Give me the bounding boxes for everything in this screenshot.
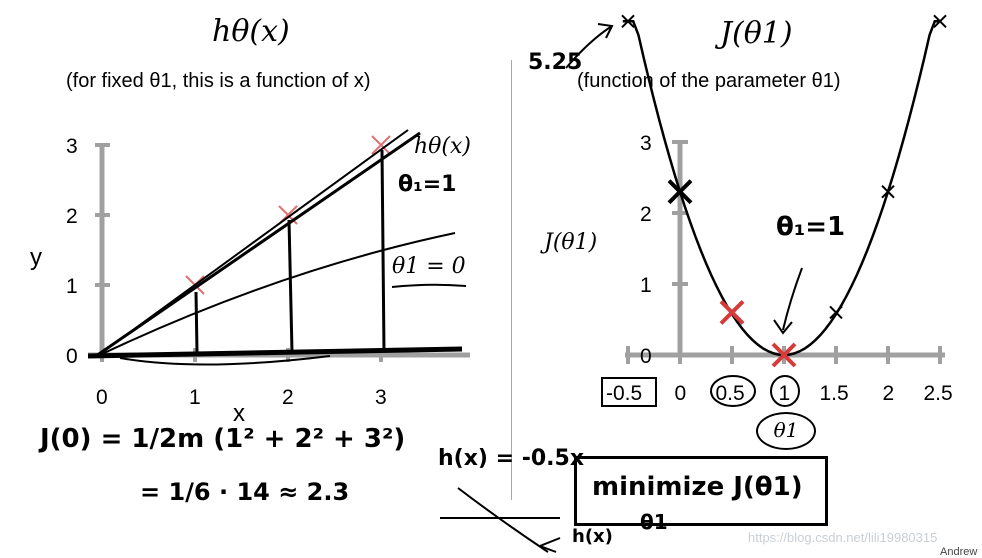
theta-sub-note: θ1 bbox=[640, 510, 668, 534]
cost-point-x bbox=[933, 14, 947, 29]
right-x-axis-label-wrap: θ1 bbox=[756, 412, 816, 450]
tick-circle bbox=[710, 375, 756, 407]
right-x-tick: 2.5 bbox=[924, 382, 953, 405]
left-label-theta0: θ1 = 0 bbox=[392, 254, 466, 279]
left-y-tick: 3 bbox=[66, 135, 78, 158]
hand-vert-2 bbox=[287, 219, 294, 353]
left-y-axis-label: y bbox=[30, 244, 42, 271]
tick-box bbox=[601, 377, 657, 407]
cost-point-x bbox=[881, 184, 895, 199]
hx-note: h(x) = -0.5x bbox=[438, 446, 585, 471]
hand-underline-theta0 bbox=[391, 283, 467, 288]
right-title: J(θ1) bbox=[720, 16, 793, 51]
left-x-tick: 1 bbox=[189, 386, 201, 409]
hand-line-h2 bbox=[99, 129, 409, 355]
left-y-tick: 0 bbox=[66, 345, 78, 368]
left-note-theta1: θ₁=1 bbox=[398, 172, 457, 197]
right-note-top: 5.25 bbox=[528, 50, 583, 75]
right-x-tick: 1 bbox=[779, 382, 791, 405]
hand-arrow-top bbox=[565, 25, 613, 69]
left-y-tick: 1 bbox=[66, 275, 78, 298]
cost-point-x bbox=[771, 342, 797, 368]
right-y-tick: 0 bbox=[640, 345, 652, 368]
watermark: https://blog.csdn.net/lili19980315 bbox=[748, 530, 938, 545]
left-subtitle: (for fixed θ1, this is a function of x) bbox=[66, 70, 371, 92]
cost-equation: J(0) = 1/2m (1² + 2² + 3²) bbox=[40, 424, 406, 454]
left-label-h: hθ(x) bbox=[414, 134, 471, 159]
minimize-box bbox=[574, 456, 828, 526]
right-subtitle: (function of the parameter θ1) bbox=[577, 70, 841, 92]
right-x-tick: 1.5 bbox=[820, 382, 849, 405]
cost-point-x bbox=[719, 299, 745, 325]
corner-text: Andrew bbox=[940, 546, 978, 558]
cost-equation-2: = 1/6 · 14 ≈ 2.3 bbox=[140, 478, 350, 506]
cost-point-x bbox=[667, 179, 693, 205]
left-y-tick: 2 bbox=[66, 205, 78, 228]
hand-arrowhead-top bbox=[597, 23, 614, 39]
hand-vert-1 bbox=[194, 291, 199, 353]
cost-point-x bbox=[621, 14, 635, 29]
right-y-axis-label: J(θ1) bbox=[544, 230, 598, 255]
hand-vert-3 bbox=[380, 149, 386, 353]
minimize-text: minimize J(θ1) bbox=[592, 472, 803, 502]
left-x-tick: 0 bbox=[96, 386, 108, 409]
left-title: hθ(x) bbox=[212, 14, 290, 49]
right-y-tick: 2 bbox=[640, 203, 652, 226]
right-y-tick: 1 bbox=[640, 274, 652, 297]
right-x-tick: 0 bbox=[675, 382, 687, 405]
hand-line-theta-half bbox=[101, 232, 456, 355]
right-x-tick: 2 bbox=[883, 382, 895, 405]
right-marks bbox=[621, 14, 947, 368]
hand-baseline-curve bbox=[119, 355, 331, 366]
right-x-tick: 0.5 bbox=[716, 382, 745, 405]
data-point-x bbox=[371, 135, 391, 155]
right-y-tick: 3 bbox=[640, 132, 652, 155]
right-ticks: -0.5 0 0.5 1 1.5 2 2.5 0 1 2 3 bbox=[601, 132, 953, 407]
tick-circle bbox=[770, 375, 800, 407]
hand-arrow-to-min bbox=[782, 267, 803, 331]
right-x-axis-label: θ1 bbox=[773, 418, 799, 442]
left-x-axis-label: x bbox=[233, 400, 245, 427]
hand-baseline bbox=[87, 346, 463, 359]
center-divider bbox=[511, 60, 512, 500]
left-x-tick: 2 bbox=[282, 386, 294, 409]
left-x-tick: 3 bbox=[375, 386, 387, 409]
cost-point-x bbox=[829, 305, 843, 320]
right-note-theta: θ₁=1 bbox=[776, 212, 846, 242]
hand-arrowhead bbox=[773, 319, 793, 335]
right-x-tick: -0.5 bbox=[606, 382, 642, 405]
hx-bottom-note: h(x) bbox=[572, 526, 613, 547]
